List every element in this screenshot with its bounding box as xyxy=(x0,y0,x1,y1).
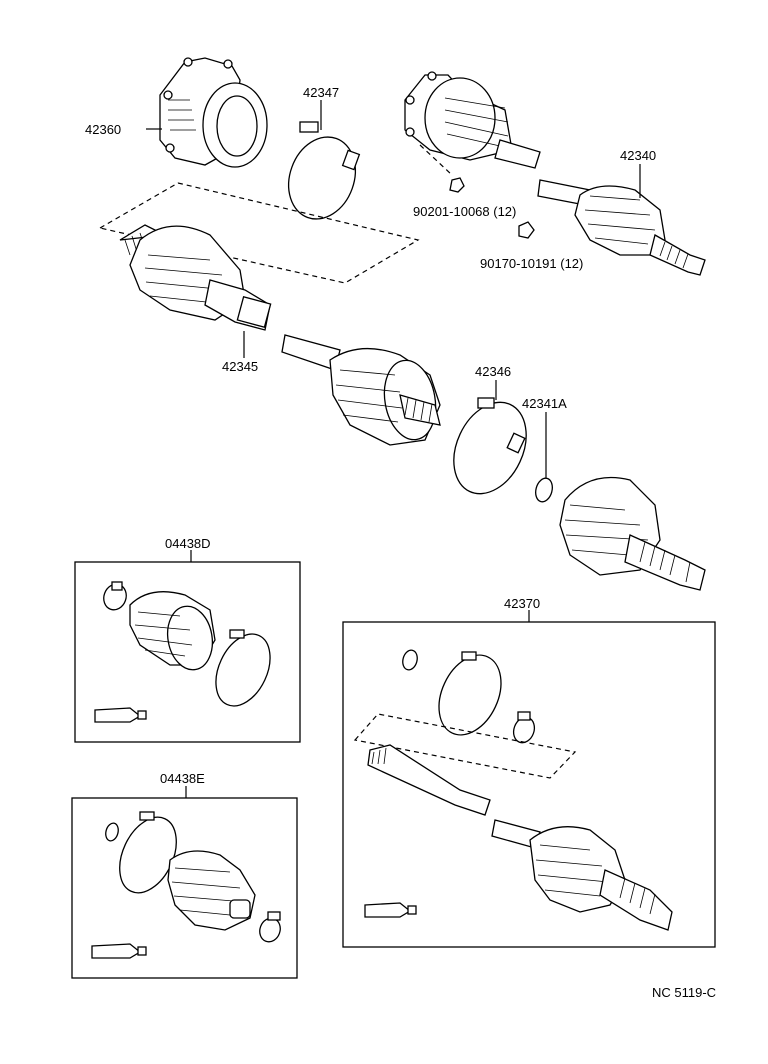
label-90170: 90170-10191 (12) xyxy=(480,256,583,271)
part-42341A-snap-ring xyxy=(535,477,553,503)
part-42360-housing xyxy=(159,57,268,168)
label-42345: 42345 xyxy=(222,359,258,374)
part-42346-clamp xyxy=(453,397,527,495)
kit-box-04438E xyxy=(71,797,298,979)
kit-04438E-contents xyxy=(91,811,281,959)
label-04438E: 04438E xyxy=(160,771,205,786)
kit-outline-upper xyxy=(98,182,420,284)
nut-90201 xyxy=(449,177,465,193)
part-inboard-joint-assembly xyxy=(404,71,541,169)
kit-box-04438D xyxy=(74,561,301,743)
part-42347-clamp xyxy=(288,121,361,220)
nut-guide-line xyxy=(419,144,453,176)
part-42345-inboard-joint xyxy=(119,224,272,331)
label-42370: 42370 xyxy=(504,596,540,611)
kit-04438D-contents xyxy=(94,581,271,723)
part-middle-shaft-boot xyxy=(281,334,441,446)
bolt-90170 xyxy=(518,221,535,239)
label-90201: 90201-10068 (12) xyxy=(413,204,516,219)
label-42341A: 42341A xyxy=(522,396,567,411)
part-outboard-joint-housing xyxy=(559,476,706,591)
kit-box-42370 xyxy=(342,621,716,948)
label-42340: 42340 xyxy=(620,148,656,163)
figure-code: NC 5119-C xyxy=(652,985,716,1000)
part-42340-outboard-joint xyxy=(537,179,706,276)
label-04438D: 04438D xyxy=(165,536,211,551)
kit-42370-contents xyxy=(353,649,673,931)
label-42346: 42346 xyxy=(475,364,511,379)
label-42347: 42347 xyxy=(303,85,339,100)
label-42360: 42360 xyxy=(85,122,121,137)
